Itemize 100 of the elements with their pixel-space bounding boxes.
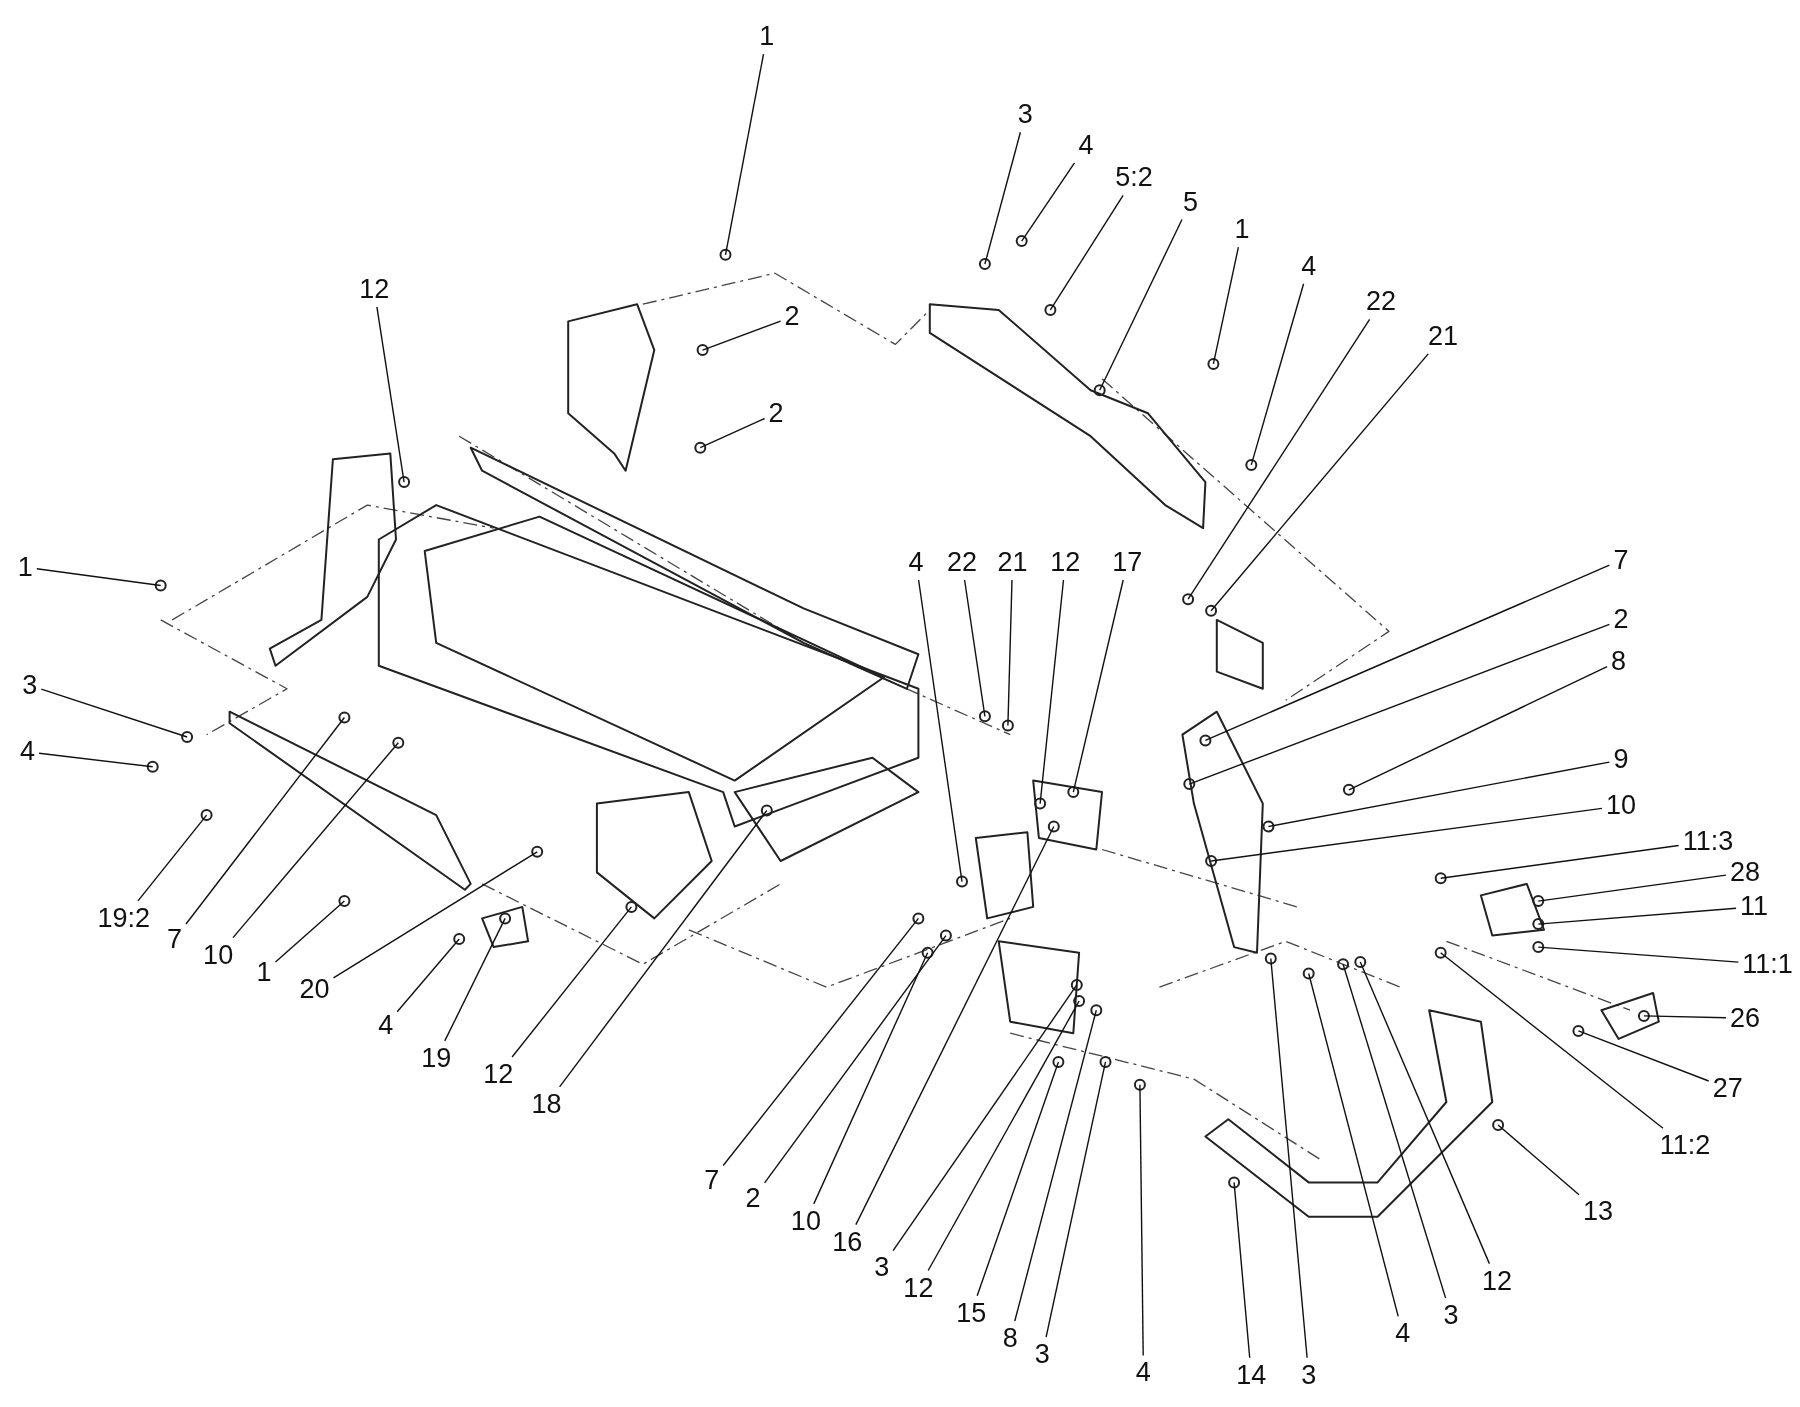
leader-line	[1187, 318, 1371, 600]
callout-number: 14	[1236, 1361, 1267, 1389]
leader-line	[1188, 623, 1611, 785]
callout-number: 21	[997, 549, 1028, 576]
leader-line	[1099, 218, 1183, 391]
callout-number: 4	[20, 738, 36, 766]
leader-line	[1014, 1009, 1097, 1322]
callout-number: 10	[1605, 792, 1636, 820]
callout-number: 13	[1582, 1197, 1613, 1225]
leader-line	[38, 752, 154, 768]
leader-line	[1577, 1030, 1710, 1082]
leader-line	[724, 53, 765, 256]
leader-line	[1270, 957, 1308, 1359]
leader-line	[1359, 961, 1491, 1265]
leader-line	[185, 716, 346, 925]
callout-number: 12	[903, 1274, 934, 1302]
callout-number: 12	[483, 1061, 514, 1088]
leader-line	[1039, 579, 1065, 805]
leader-line	[1537, 946, 1740, 963]
leader-line	[722, 917, 920, 1167]
callout-number: 4	[1395, 1320, 1411, 1348]
leader-line	[232, 742, 399, 939]
leader-line	[1210, 353, 1429, 612]
callout-number: 21	[1428, 322, 1459, 350]
leader-line	[1250, 283, 1305, 466]
leader-line	[1045, 1061, 1107, 1338]
callout-number: 4	[908, 549, 924, 576]
callout-number: 4	[378, 1011, 394, 1039]
leader-line	[813, 952, 929, 1205]
callout-number: 1	[759, 23, 775, 51]
leader-line	[1204, 564, 1611, 742]
callout-number: 3	[1017, 101, 1033, 129]
leader-line	[36, 568, 162, 587]
leader-line	[558, 809, 768, 1088]
leader-line	[396, 938, 460, 1013]
callout-number: 1	[256, 958, 272, 986]
leader-line	[137, 814, 208, 902]
callout-number: 7	[1613, 546, 1629, 574]
leader-line	[763, 934, 947, 1184]
callout-number: 19:2	[97, 904, 151, 932]
leader-line	[701, 320, 782, 351]
leader-line	[1233, 1181, 1251, 1359]
callout-number: 2	[784, 303, 800, 331]
callout-number: 7	[167, 925, 182, 953]
callout-number: 22	[1366, 288, 1397, 316]
leader-line	[892, 984, 1078, 1252]
callout-number: 12	[1050, 549, 1081, 576]
leader-line	[1537, 907, 1737, 925]
callout-number: 5:2	[1115, 164, 1153, 192]
callout-number: 16	[832, 1228, 863, 1256]
callout-number: 26	[1729, 1004, 1760, 1032]
callout-number: 11	[1740, 893, 1769, 921]
leader-line	[332, 851, 538, 979]
leader-line	[1497, 1124, 1580, 1196]
callout-number: 8	[1611, 647, 1627, 675]
leader-line	[1643, 1015, 1727, 1019]
callout-number: 17	[1112, 549, 1143, 576]
leader-line	[1440, 844, 1680, 879]
leader-line	[1537, 874, 1727, 902]
leader-line	[917, 579, 963, 883]
leader-line	[1267, 761, 1611, 828]
leader-line	[1210, 807, 1603, 862]
leader-line	[511, 906, 633, 1058]
callout-number: 20	[299, 976, 330, 1004]
callout-number: 2	[768, 399, 784, 427]
leader-line	[1308, 972, 1399, 1318]
leader-line	[1440, 952, 1664, 1129]
leader-line	[1348, 666, 1608, 791]
leader-line	[976, 1061, 1060, 1297]
leader-line	[1049, 194, 1124, 311]
leader-line	[984, 131, 1022, 265]
callout-number: 28	[1729, 858, 1760, 886]
callout-number: 27	[1712, 1074, 1743, 1102]
callout-number: 11:2	[1659, 1132, 1711, 1160]
leader-line	[274, 900, 346, 963]
leader-line	[1212, 246, 1240, 365]
callout-number: 4	[1301, 252, 1317, 280]
callout-number: 7	[704, 1166, 720, 1194]
callout-number: 9	[1613, 746, 1629, 774]
callout-number: 3	[1034, 1341, 1050, 1369]
leader-line	[1021, 162, 1076, 242]
callout-number: 5	[1182, 188, 1198, 216]
callout-number: 22	[947, 549, 978, 576]
leader-line	[855, 825, 1055, 1226]
callout-number: 12	[359, 275, 390, 303]
leader-line	[40, 688, 188, 738]
leader-line	[927, 1000, 1080, 1272]
callout-number: 19	[421, 1044, 452, 1072]
callout-number: 1	[17, 553, 33, 581]
callout-number: 3	[874, 1253, 890, 1281]
callout-number: 10	[790, 1207, 821, 1235]
leader-line	[699, 417, 766, 449]
leader-line	[1072, 579, 1124, 793]
callout-number: 3	[1443, 1302, 1459, 1330]
leader-line	[1342, 963, 1447, 1299]
leader-line	[376, 306, 405, 483]
callout-number: 8	[1002, 1325, 1018, 1352]
callout-number: 4	[1078, 132, 1094, 160]
callout-number: 18	[531, 1090, 562, 1118]
leader-line	[963, 579, 986, 717]
